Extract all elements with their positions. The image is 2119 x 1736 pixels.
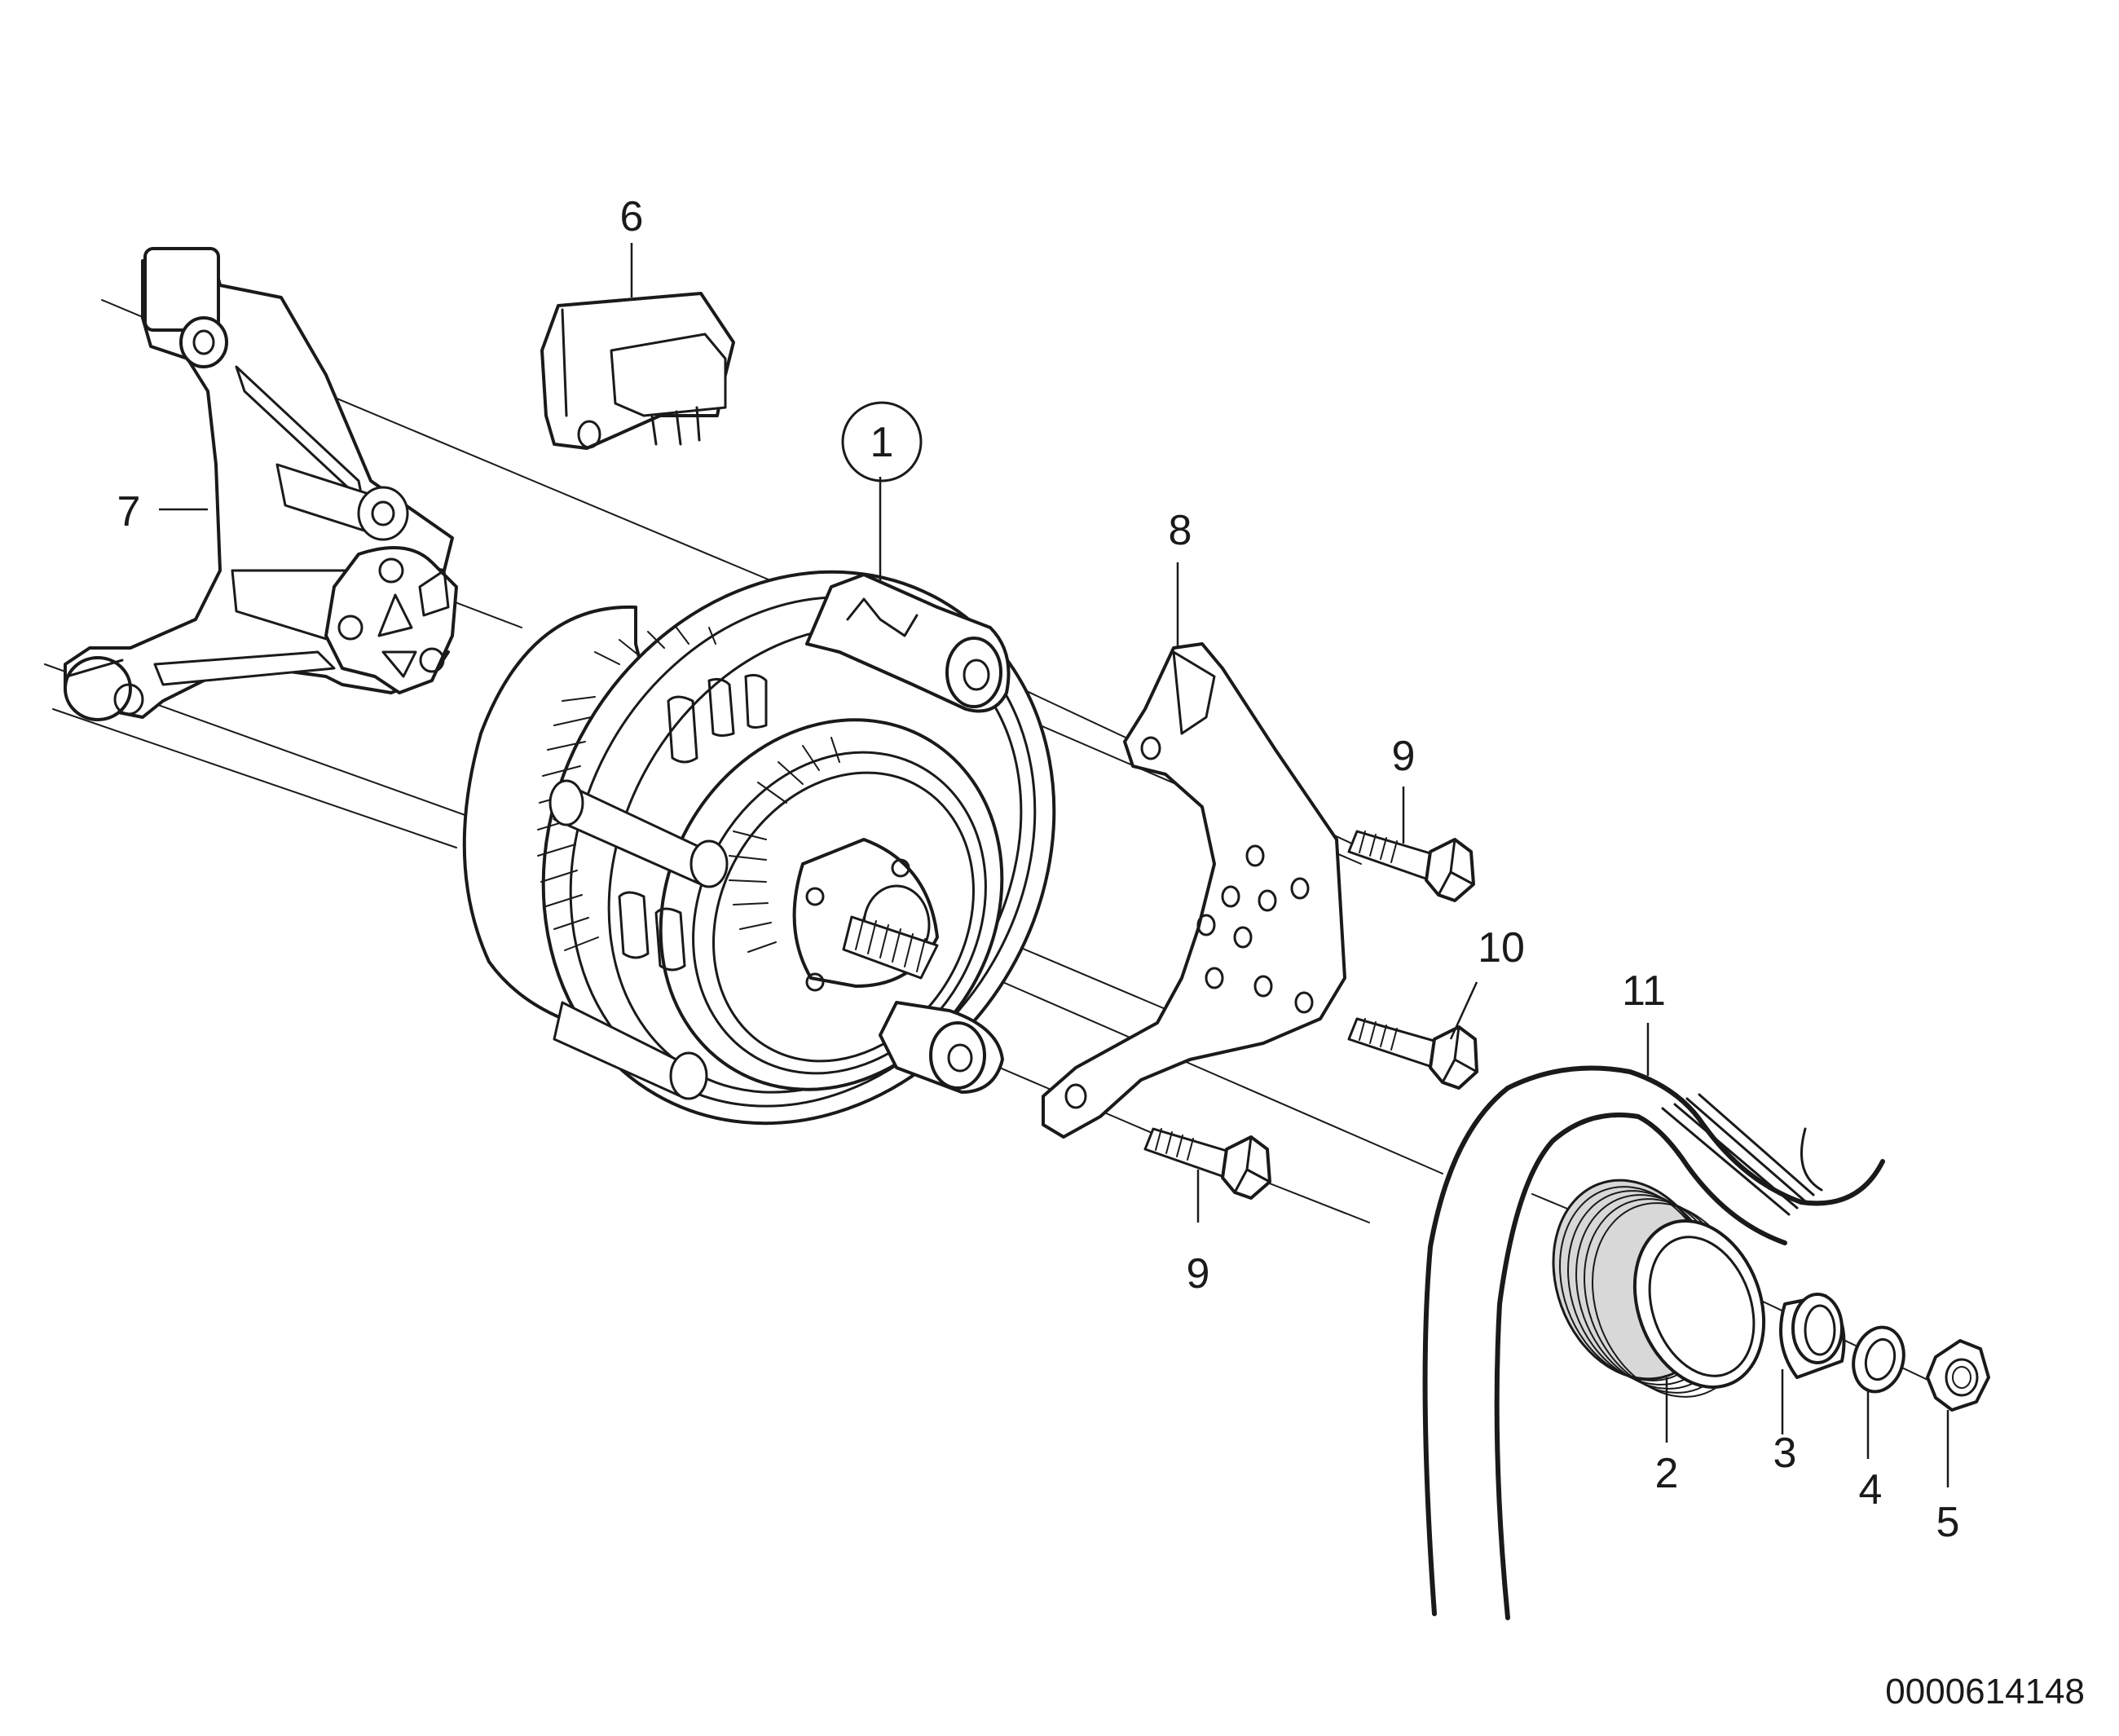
bolt-part-9-lower <box>1143 1127 1271 1200</box>
callout-1: 1 <box>870 419 894 466</box>
callout-2: 2 <box>1655 1450 1679 1497</box>
callout-3: 3 <box>1773 1430 1797 1477</box>
callout-10: 10 <box>1478 924 1525 972</box>
bolt-part-10 <box>1347 1017 1478 1090</box>
callout-6: 6 <box>620 193 644 240</box>
document-number: 0000614148 <box>1885 1672 2085 1712</box>
sleeve-part-3 <box>1779 1293 1846 1379</box>
callout-11: 11 <box>1622 967 1666 1015</box>
alternator-part-1 <box>462 570 1056 1126</box>
ribbed-v-belt-part-11 <box>1422 1065 1885 1620</box>
housing-slots <box>618 673 768 972</box>
callout-9-upper: 9 <box>1392 733 1416 780</box>
callout-9-lower: 9 <box>1187 1250 1210 1298</box>
shaft-thread <box>842 915 939 980</box>
support-plate-part-8 <box>1042 642 1346 1139</box>
washer-part-4 <box>1852 1325 1905 1394</box>
nut-part-5 <box>1926 1339 1990 1412</box>
callout-4: 4 <box>1859 1466 1883 1513</box>
callout-7: 7 <box>117 488 141 535</box>
callout-5: 5 <box>1936 1499 1960 1546</box>
fan-blades <box>729 737 840 953</box>
callout-labels: 1 6 7 8 9 10 11 9 2 3 4 5 <box>117 193 1960 1546</box>
leader-lines <box>159 243 1949 1487</box>
callout-8: 8 <box>1169 507 1192 554</box>
voltage-regulator-part-6 <box>540 292 735 450</box>
pulley-part-2 <box>1552 1179 1766 1398</box>
bolt-part-9-upper <box>1347 830 1475 902</box>
callout-circle-part-1 <box>841 401 923 482</box>
mounting-bracket-part-7 <box>64 247 458 721</box>
